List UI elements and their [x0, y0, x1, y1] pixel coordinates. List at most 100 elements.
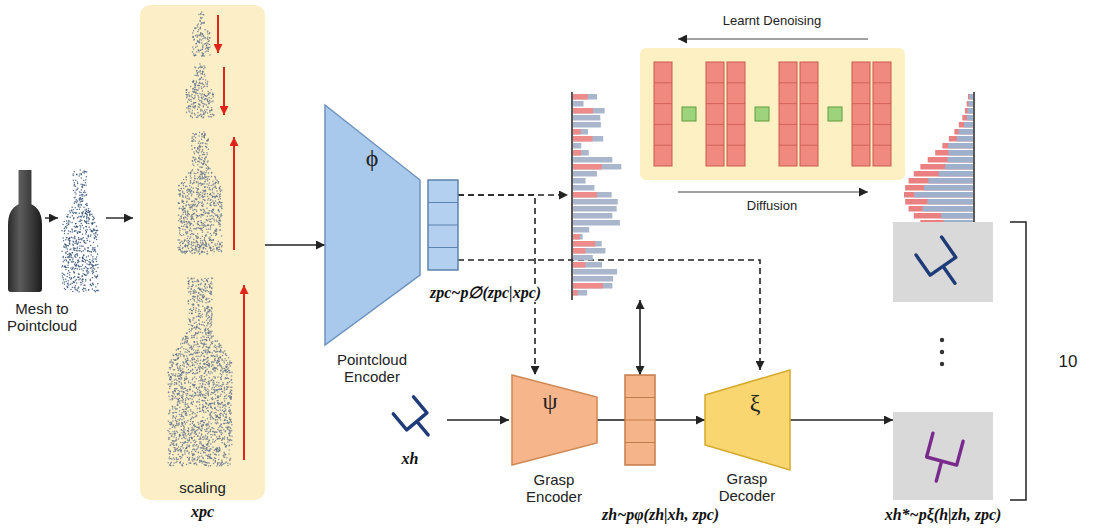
point — [212, 209, 214, 211]
point — [205, 243, 207, 245]
point — [201, 133, 203, 135]
point — [69, 252, 71, 254]
point — [204, 174, 206, 176]
point — [200, 178, 202, 180]
point — [201, 101, 203, 103]
point — [184, 210, 186, 212]
point — [201, 251, 203, 253]
point — [196, 34, 198, 36]
point — [191, 104, 193, 106]
point — [77, 200, 79, 202]
point — [231, 424, 233, 426]
point — [203, 163, 205, 165]
point — [72, 215, 74, 217]
point — [94, 249, 96, 251]
point — [218, 209, 220, 211]
point — [197, 36, 199, 38]
point — [81, 268, 83, 270]
point — [192, 36, 194, 38]
point-cloud — [192, 11, 211, 56]
point — [92, 265, 94, 267]
point — [66, 237, 68, 239]
point — [213, 224, 215, 226]
point — [190, 95, 192, 97]
point — [179, 190, 181, 192]
point — [64, 259, 66, 261]
point — [179, 218, 181, 220]
point — [187, 246, 189, 248]
point — [179, 243, 181, 245]
point — [82, 214, 84, 216]
point — [181, 188, 183, 190]
point — [196, 237, 198, 239]
point — [82, 260, 84, 262]
point — [184, 240, 186, 242]
point — [78, 266, 80, 268]
point — [84, 190, 86, 192]
point — [91, 222, 93, 224]
point — [72, 175, 74, 177]
point — [192, 218, 194, 220]
point — [93, 229, 95, 231]
point — [68, 221, 70, 223]
point — [206, 83, 208, 85]
point — [81, 251, 83, 253]
point — [91, 285, 93, 287]
point — [209, 203, 211, 205]
point — [80, 197, 82, 199]
point — [186, 221, 188, 223]
point — [200, 209, 202, 211]
point — [195, 91, 197, 93]
point-cloud — [61, 169, 98, 292]
point — [190, 182, 192, 184]
point — [197, 172, 199, 174]
point — [179, 227, 181, 229]
point — [87, 211, 89, 213]
point — [92, 266, 94, 268]
point — [216, 195, 218, 197]
point — [184, 253, 186, 255]
point — [204, 75, 206, 77]
point — [206, 337, 208, 339]
point — [193, 372, 195, 374]
point — [218, 220, 220, 222]
point — [78, 241, 80, 243]
point — [186, 94, 188, 96]
point — [79, 225, 81, 227]
point — [208, 47, 210, 49]
point — [209, 102, 211, 104]
point — [190, 247, 192, 249]
point — [69, 259, 71, 261]
point — [198, 201, 200, 203]
point — [201, 167, 203, 169]
point — [187, 191, 189, 193]
point — [82, 256, 84, 258]
point — [192, 81, 194, 83]
point — [82, 245, 84, 247]
point — [187, 188, 189, 190]
node-shape — [140, 5, 265, 500]
point — [205, 378, 207, 380]
point — [85, 184, 87, 186]
point — [198, 99, 200, 101]
point — [68, 224, 70, 226]
point — [71, 261, 73, 263]
point — [89, 213, 91, 215]
point — [184, 216, 186, 218]
point — [185, 233, 187, 235]
point — [84, 240, 86, 242]
point — [217, 202, 219, 204]
point — [84, 209, 86, 211]
point — [203, 160, 205, 162]
point — [215, 182, 217, 184]
point — [213, 203, 215, 205]
point — [221, 242, 223, 244]
point — [78, 175, 80, 177]
point — [205, 37, 207, 39]
connector-arrow — [597, 419, 625, 421]
point — [199, 104, 201, 106]
point — [68, 270, 70, 272]
point — [220, 417, 222, 419]
point — [210, 247, 212, 249]
point — [207, 186, 209, 188]
